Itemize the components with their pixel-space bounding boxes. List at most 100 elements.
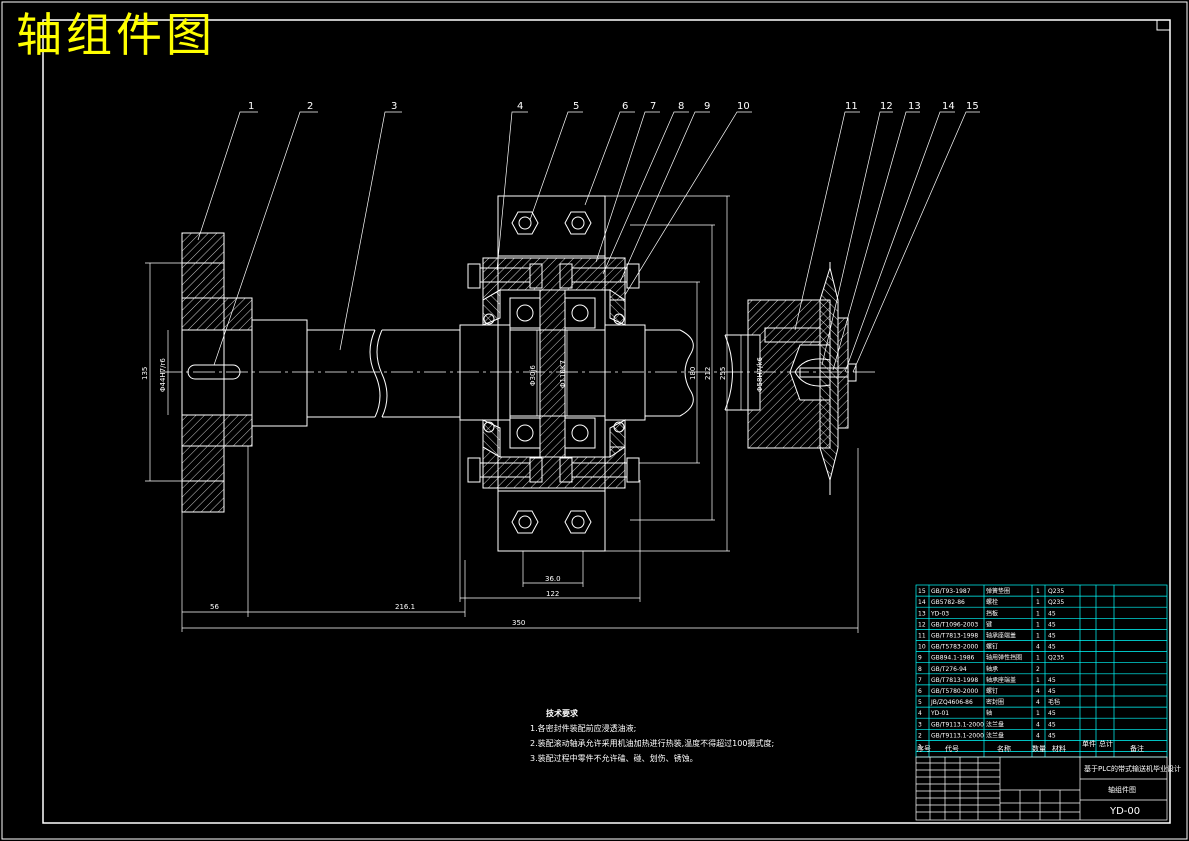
dim-bearing-fit1: Φ30j6 xyxy=(529,365,537,386)
dim-122: 122 xyxy=(546,590,559,598)
dim-36: 36.0 xyxy=(545,575,561,583)
table-cell: 1 xyxy=(1036,677,1040,684)
table-cell: 1 xyxy=(918,744,922,751)
table-cell: GB894.1-1986 xyxy=(931,655,975,662)
callout-8: 8 xyxy=(678,101,684,112)
table-cell: 4 xyxy=(1036,699,1040,706)
table-cell: 螺栓 xyxy=(986,598,998,606)
table-cell: 6 xyxy=(918,688,922,695)
tech-notes-heading: 技术要求 xyxy=(546,709,578,718)
table-cell: 4 xyxy=(1036,732,1040,739)
table-cell: 45 xyxy=(1048,677,1056,684)
callout-2: 2 xyxy=(307,101,313,112)
table-cell: 4 xyxy=(918,710,922,717)
parts-header-qty: 数量 xyxy=(1032,744,1046,753)
table-cell: 1 xyxy=(1036,610,1040,617)
table-cell: 1 xyxy=(1036,633,1040,640)
table-cell: 14 xyxy=(918,599,926,606)
callout-12: 12 xyxy=(880,101,893,112)
table-cell: 45 xyxy=(1048,621,1056,628)
table-cell: 1 xyxy=(1036,599,1040,606)
table-cell: 2 xyxy=(1036,666,1040,673)
parts-header-total: 总计 xyxy=(1099,739,1113,748)
dim-flange-fit: Φ44H7/r6 xyxy=(159,358,167,392)
table-cell: 1 xyxy=(1036,710,1040,717)
table-cell: 轴承座端盖 xyxy=(986,632,1016,640)
table-cell: 毛毡 xyxy=(1048,698,1060,706)
table-cell: 45 xyxy=(1048,732,1056,739)
callout-5: 5 xyxy=(573,101,579,112)
table-cell: JB/ZQ4606-86 xyxy=(930,699,973,706)
table-cell: Q235 xyxy=(1048,599,1064,606)
callout-15: 15 xyxy=(966,101,979,112)
callout-4: 4 xyxy=(517,101,523,112)
table-cell: 4 xyxy=(1036,644,1040,651)
table-cell: 轴承座端盖 xyxy=(986,676,1016,684)
title-block: 基于PLC的带式输送机毕业设计 轴组件图 YD-00 xyxy=(915,756,1181,821)
inner-frame xyxy=(42,19,1171,824)
table-cell: Q235 xyxy=(1048,588,1064,595)
table-cell: 4 xyxy=(1036,721,1040,728)
dim-216: 216.1 xyxy=(395,603,415,611)
tech-note-item: 2.装配滚动轴承允许采用机油加热进行热装,温度不得超过100摄式度; xyxy=(530,739,775,748)
table-cell: GB5782-86 xyxy=(931,599,965,606)
table-cell: 12 xyxy=(918,621,926,628)
callout-9: 9 xyxy=(704,101,710,112)
dimension-labels: 135 Φ44H7/r6 56 216.1 350 Φ30j6 Φ110K7 1… xyxy=(141,356,764,627)
table-cell: GB/T1096-2003 xyxy=(931,621,978,628)
table-cell: 轴用弹性挡圈 xyxy=(986,654,1022,662)
technical-requirements: 技术要求 1.各密封件装配前应浸透油液; 2.装配滚动轴承允许采用机油加热进行热… xyxy=(530,706,774,766)
dim-135: 135 xyxy=(141,367,149,380)
callout-13: 13 xyxy=(908,101,921,112)
table-cell: Q235 xyxy=(1048,655,1064,662)
table-cell: 1 xyxy=(1036,588,1040,595)
callout-7: 7 xyxy=(650,101,656,112)
tech-note-item: 3.装配过程中零件不允许磕、碰、划伤、锈蚀。 xyxy=(530,754,698,763)
table-cell: 13 xyxy=(918,610,926,617)
parts-header-remark: 备注 xyxy=(1130,744,1144,753)
table-cell: 7 xyxy=(918,677,922,684)
table-cell: 轴 xyxy=(986,709,992,717)
tech-note-item: 1.各密封件装配前应浸透油液; xyxy=(530,724,637,733)
table-row: 14 GB5782-86 螺栓 1 Q235 xyxy=(918,598,1064,606)
table-cell: YD-03 xyxy=(930,610,949,617)
table-cell: 键 xyxy=(986,620,992,628)
table-cell: 法兰盘 xyxy=(986,731,1004,739)
table-cell: 挡板 xyxy=(986,609,998,617)
table-cell: 螺钉 xyxy=(986,687,998,695)
callout-10: 10 xyxy=(737,101,750,112)
table-cell: 45 xyxy=(1048,710,1056,717)
table-cell: 法兰盘 xyxy=(986,720,1004,728)
dim-350: 350 xyxy=(512,619,525,627)
table-cell: 1 xyxy=(1036,655,1040,662)
dim-180: 180 xyxy=(689,367,697,380)
page-title: 轴组件图 xyxy=(16,8,216,62)
dim-56: 56 xyxy=(210,603,219,611)
parts-header-name: 名称 xyxy=(997,744,1011,753)
title-block-drawing-name: 轴组件图 xyxy=(1108,785,1136,794)
table-cell: GB/T7813-1998 xyxy=(931,677,978,684)
table-cell: GB/T5783-2000 xyxy=(931,644,978,651)
table-cell: GB/T9113.1-2000 xyxy=(931,721,984,728)
parts-header-single: 单件 xyxy=(1082,739,1096,748)
callout-14: 14 xyxy=(942,101,955,112)
table-cell: 1 xyxy=(1036,621,1040,628)
table-row: 12 GB/T1096-2003 键 1 45 xyxy=(918,620,1056,628)
table-cell: 11 xyxy=(918,633,926,640)
corner-mark xyxy=(1156,19,1171,31)
shaft-assembly xyxy=(145,111,980,633)
table-cell: GB/T9113.1-2000 xyxy=(931,732,984,739)
table-cell: 15 xyxy=(918,588,926,595)
